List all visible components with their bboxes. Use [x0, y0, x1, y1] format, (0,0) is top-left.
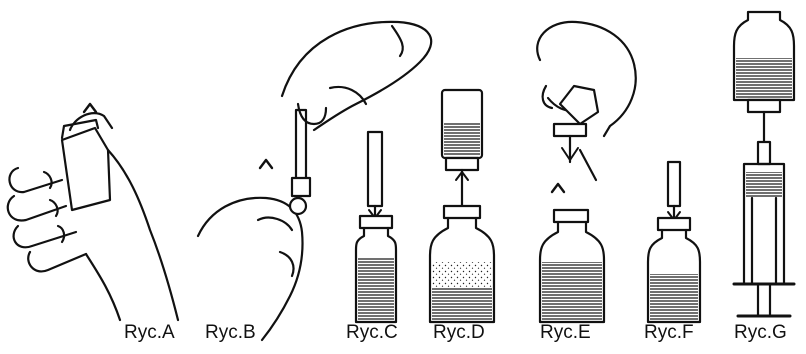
panel-a-drawing [8, 104, 178, 320]
panel-a-finger-4 [28, 252, 86, 271]
panel-d-cap [444, 206, 480, 218]
panel-c-drawing [356, 132, 396, 322]
panel-b-thumbtip [290, 198, 306, 214]
panel-g-drawing [734, 12, 794, 316]
panel-d-drawing [430, 90, 494, 322]
panel-e-cap [554, 210, 588, 222]
panel-c-liquid [358, 258, 394, 320]
panel-label-f: Ryc.F [644, 322, 694, 344]
panel-f-liquid [650, 274, 698, 320]
panel-d-liquid [432, 288, 492, 320]
panel-c-syringe [368, 132, 382, 206]
panel-label-b: Ryc.B [205, 322, 256, 344]
panel-a-finger-1 [9, 168, 62, 192]
panel-label-c: Ryc.C [346, 322, 398, 344]
panel-b-upper-hand [282, 22, 431, 130]
panel-e-adaptor [560, 86, 598, 124]
panel-a-arrow-icon [84, 104, 96, 112]
panel-e-drawing [537, 22, 636, 322]
panel-label-g: Ryc.G [734, 322, 787, 344]
panel-e-liquid [542, 262, 602, 320]
panel-b-upper-fingertip [298, 104, 326, 124]
panel-label-d: Ryc.D [433, 322, 485, 344]
panel-b-hub [292, 178, 310, 196]
panel-c-cap [360, 216, 392, 228]
panel-f-drawing [648, 162, 700, 322]
panel-a-finger-3 [14, 226, 76, 247]
panel-d-powder [432, 262, 492, 288]
panel-f-syringe [668, 162, 680, 206]
panel-f-cap [658, 218, 690, 230]
panel-e-arrow-icon [552, 184, 564, 192]
panel-label-a: Ryc.A [124, 322, 175, 344]
panel-label-e: Ryc.E [540, 322, 591, 344]
panel-b-lower-hand [198, 198, 303, 340]
panel-b-arrow-icon [260, 160, 272, 168]
panel-a-vial [62, 128, 110, 210]
